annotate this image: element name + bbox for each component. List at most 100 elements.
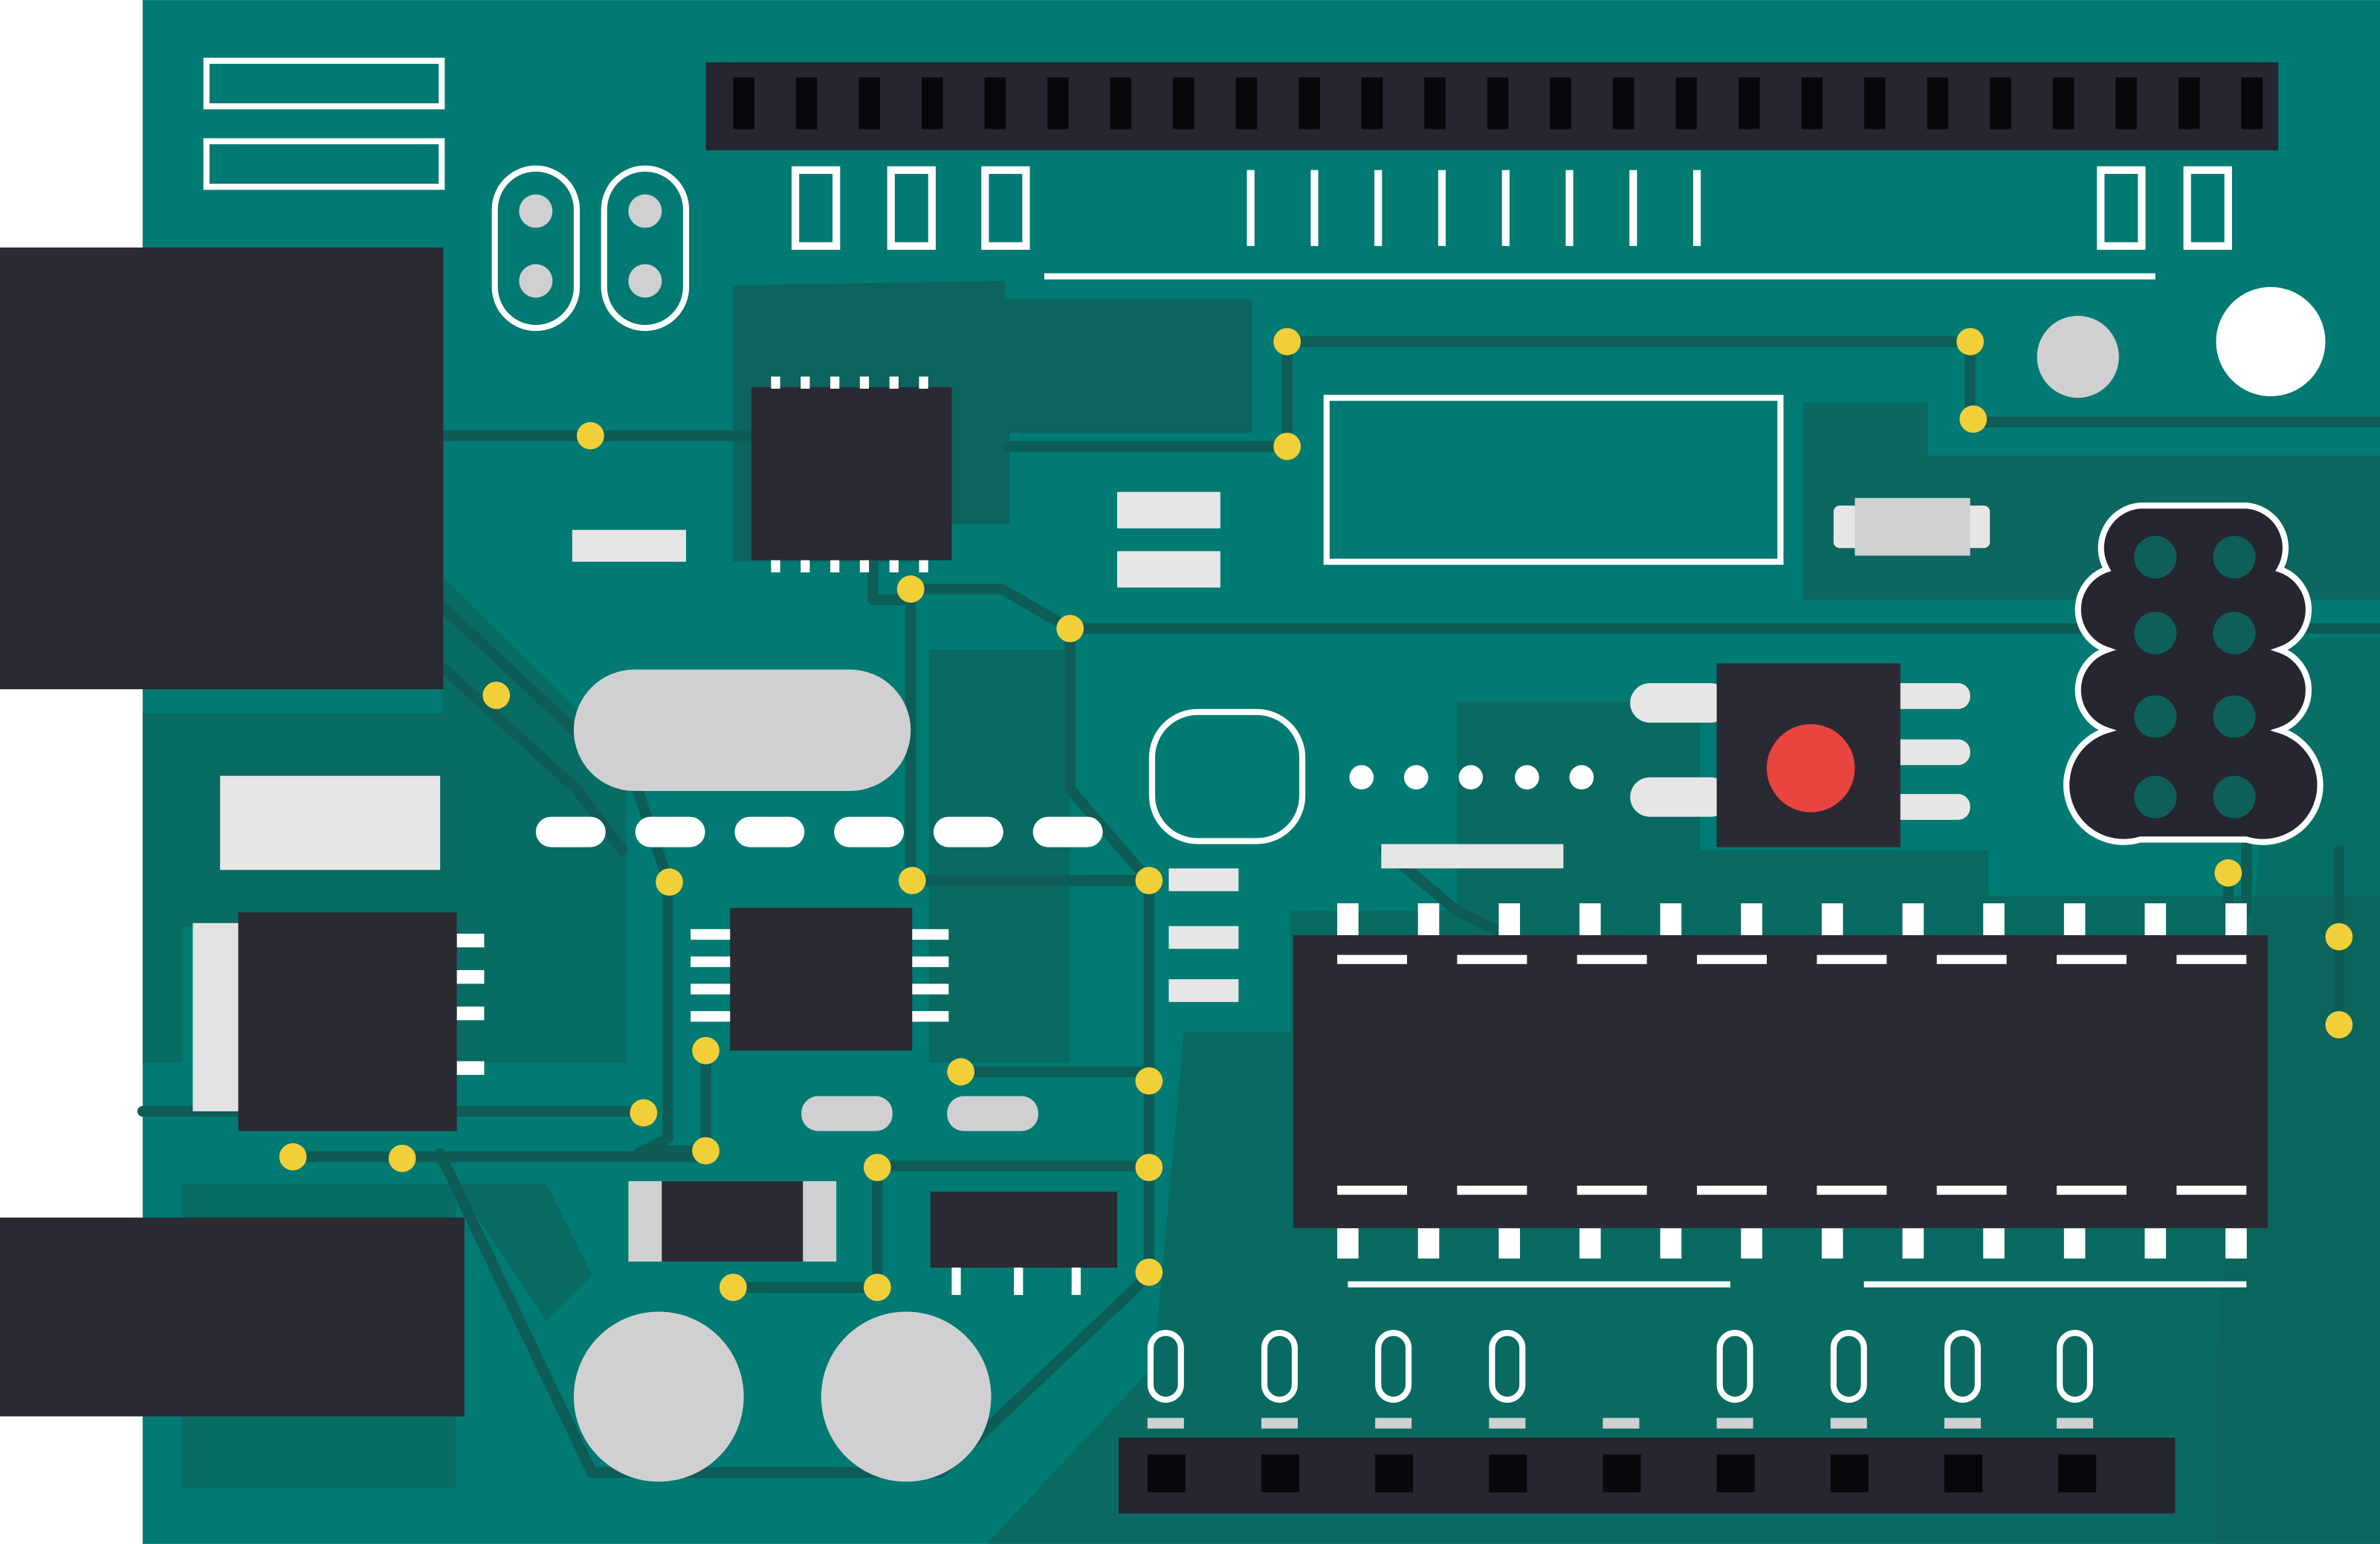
header-pin-hole xyxy=(1864,77,1886,129)
header-pin-hole xyxy=(1261,1454,1300,1493)
header-pin-hole xyxy=(1047,77,1069,129)
power-led xyxy=(1148,708,1306,844)
chip-pin xyxy=(889,560,899,572)
pad-mark xyxy=(1716,1418,1753,1429)
oval-pad xyxy=(1489,1329,1526,1403)
pad-mark xyxy=(1489,1418,1526,1429)
header-pin-hole xyxy=(1944,1454,1982,1493)
solder-dot xyxy=(863,1273,891,1302)
mcu-pin xyxy=(1498,1228,1520,1259)
solder-dot xyxy=(1056,615,1084,642)
mcu-marking xyxy=(1337,954,1408,964)
solder-dot xyxy=(576,421,604,450)
solder-dot xyxy=(1135,867,1163,894)
bottom-header-pin-holes xyxy=(1147,1454,2097,1493)
mcu-pin xyxy=(2225,1228,2247,1259)
mcu-marking xyxy=(1577,1185,1647,1195)
chip-pin xyxy=(889,376,899,389)
oval-pad xyxy=(1716,1329,1753,1403)
capsule-pad xyxy=(1032,816,1103,847)
indicator-led-gray xyxy=(2037,315,2119,398)
mcu-pin xyxy=(1498,903,1520,937)
solder-dot xyxy=(896,575,925,603)
mcu-marking xyxy=(2057,1185,2127,1195)
header-pin-hole xyxy=(1361,77,1383,129)
microcontroller xyxy=(1293,903,2268,1259)
pad-mark xyxy=(1944,1418,1981,1429)
chip-pin xyxy=(859,376,870,389)
transistor xyxy=(930,1192,1117,1296)
mcu-pin xyxy=(2063,903,2086,937)
solder-dot xyxy=(2214,859,2242,887)
oval-pad xyxy=(2057,1329,2094,1403)
header-pin-hole xyxy=(1299,77,1320,129)
oval-pad xyxy=(1375,1329,1412,1403)
mcu-pin xyxy=(1579,903,1601,937)
header-pin-hole xyxy=(2058,1454,2097,1493)
chip-pin xyxy=(919,560,928,572)
reset-button xyxy=(1630,663,1970,847)
pad-mark xyxy=(1830,1418,1867,1429)
mcu-pin xyxy=(1417,1228,1440,1259)
solder-dot xyxy=(1135,1258,1163,1286)
header-pin-hole xyxy=(1612,77,1634,129)
header-pin-hole xyxy=(1487,77,1509,129)
header-pin-hole xyxy=(2178,77,2200,129)
chip-pin xyxy=(771,560,780,572)
usb-interface-chip xyxy=(751,376,952,572)
header-pin-hole xyxy=(1830,1454,1869,1493)
mcu-pin xyxy=(1821,903,1843,937)
solder-dot xyxy=(388,1144,416,1172)
oval-pad xyxy=(1147,1329,1184,1403)
solder-dot xyxy=(2325,923,2353,951)
header-pin-hole xyxy=(858,77,881,129)
header-pin-hole xyxy=(1173,77,1194,129)
capsule-pad xyxy=(734,816,805,847)
chip-pin xyxy=(801,376,810,389)
header-pin-hole xyxy=(795,77,818,129)
oval-pad xyxy=(1830,1329,1867,1403)
header-pin-hole xyxy=(921,77,943,129)
crystal-oscillator xyxy=(573,669,911,792)
mcu-pin xyxy=(2063,1228,2086,1259)
capsule-pad xyxy=(834,816,905,847)
small-capsule-pads xyxy=(801,1096,1038,1131)
mcu-pin xyxy=(1417,903,1440,937)
chip-pin xyxy=(859,560,870,572)
capsule-pads-row xyxy=(535,816,1103,847)
silkscreen-labels xyxy=(791,166,2232,251)
pad-mark xyxy=(1603,1418,1640,1429)
top-header-pin-holes xyxy=(733,77,2263,129)
solder-dot xyxy=(692,1137,720,1165)
capsule-pad xyxy=(635,816,705,847)
header-pin-hole xyxy=(984,77,1006,129)
voltage-regulator xyxy=(193,912,485,1131)
diode xyxy=(628,1180,837,1262)
mcu-marking xyxy=(1697,954,1767,964)
solder-dot xyxy=(656,868,683,896)
pad-mark xyxy=(1147,1418,1184,1429)
mcu-marking xyxy=(2176,1185,2247,1195)
header-pin-hole xyxy=(1716,1454,1755,1493)
mcu-marking xyxy=(1817,954,1887,964)
indicator-led-white xyxy=(2216,287,2326,397)
header-pin-hole xyxy=(1927,77,1949,129)
mcu-marking xyxy=(1457,954,1527,964)
solder-dot xyxy=(1135,1154,1163,1181)
mcu-pin xyxy=(1741,903,1762,937)
chip-pin xyxy=(830,560,840,572)
oval-pad xyxy=(1261,1329,1298,1403)
header-pin-hole xyxy=(2241,77,2263,129)
solder-dot xyxy=(482,681,511,709)
mcu-pin xyxy=(1983,903,2005,937)
capsule-pad xyxy=(933,816,1003,847)
header-pin-hole xyxy=(1235,77,1258,129)
header-pin-hole xyxy=(1801,77,1823,129)
mcu-pin xyxy=(1660,903,1682,937)
silkscreen-lines xyxy=(203,57,2247,1288)
solder-dot xyxy=(1273,433,1301,460)
mcu-marking xyxy=(1697,1185,1767,1195)
header-pin-hole xyxy=(1375,1454,1414,1493)
solder-dot xyxy=(719,1273,747,1302)
